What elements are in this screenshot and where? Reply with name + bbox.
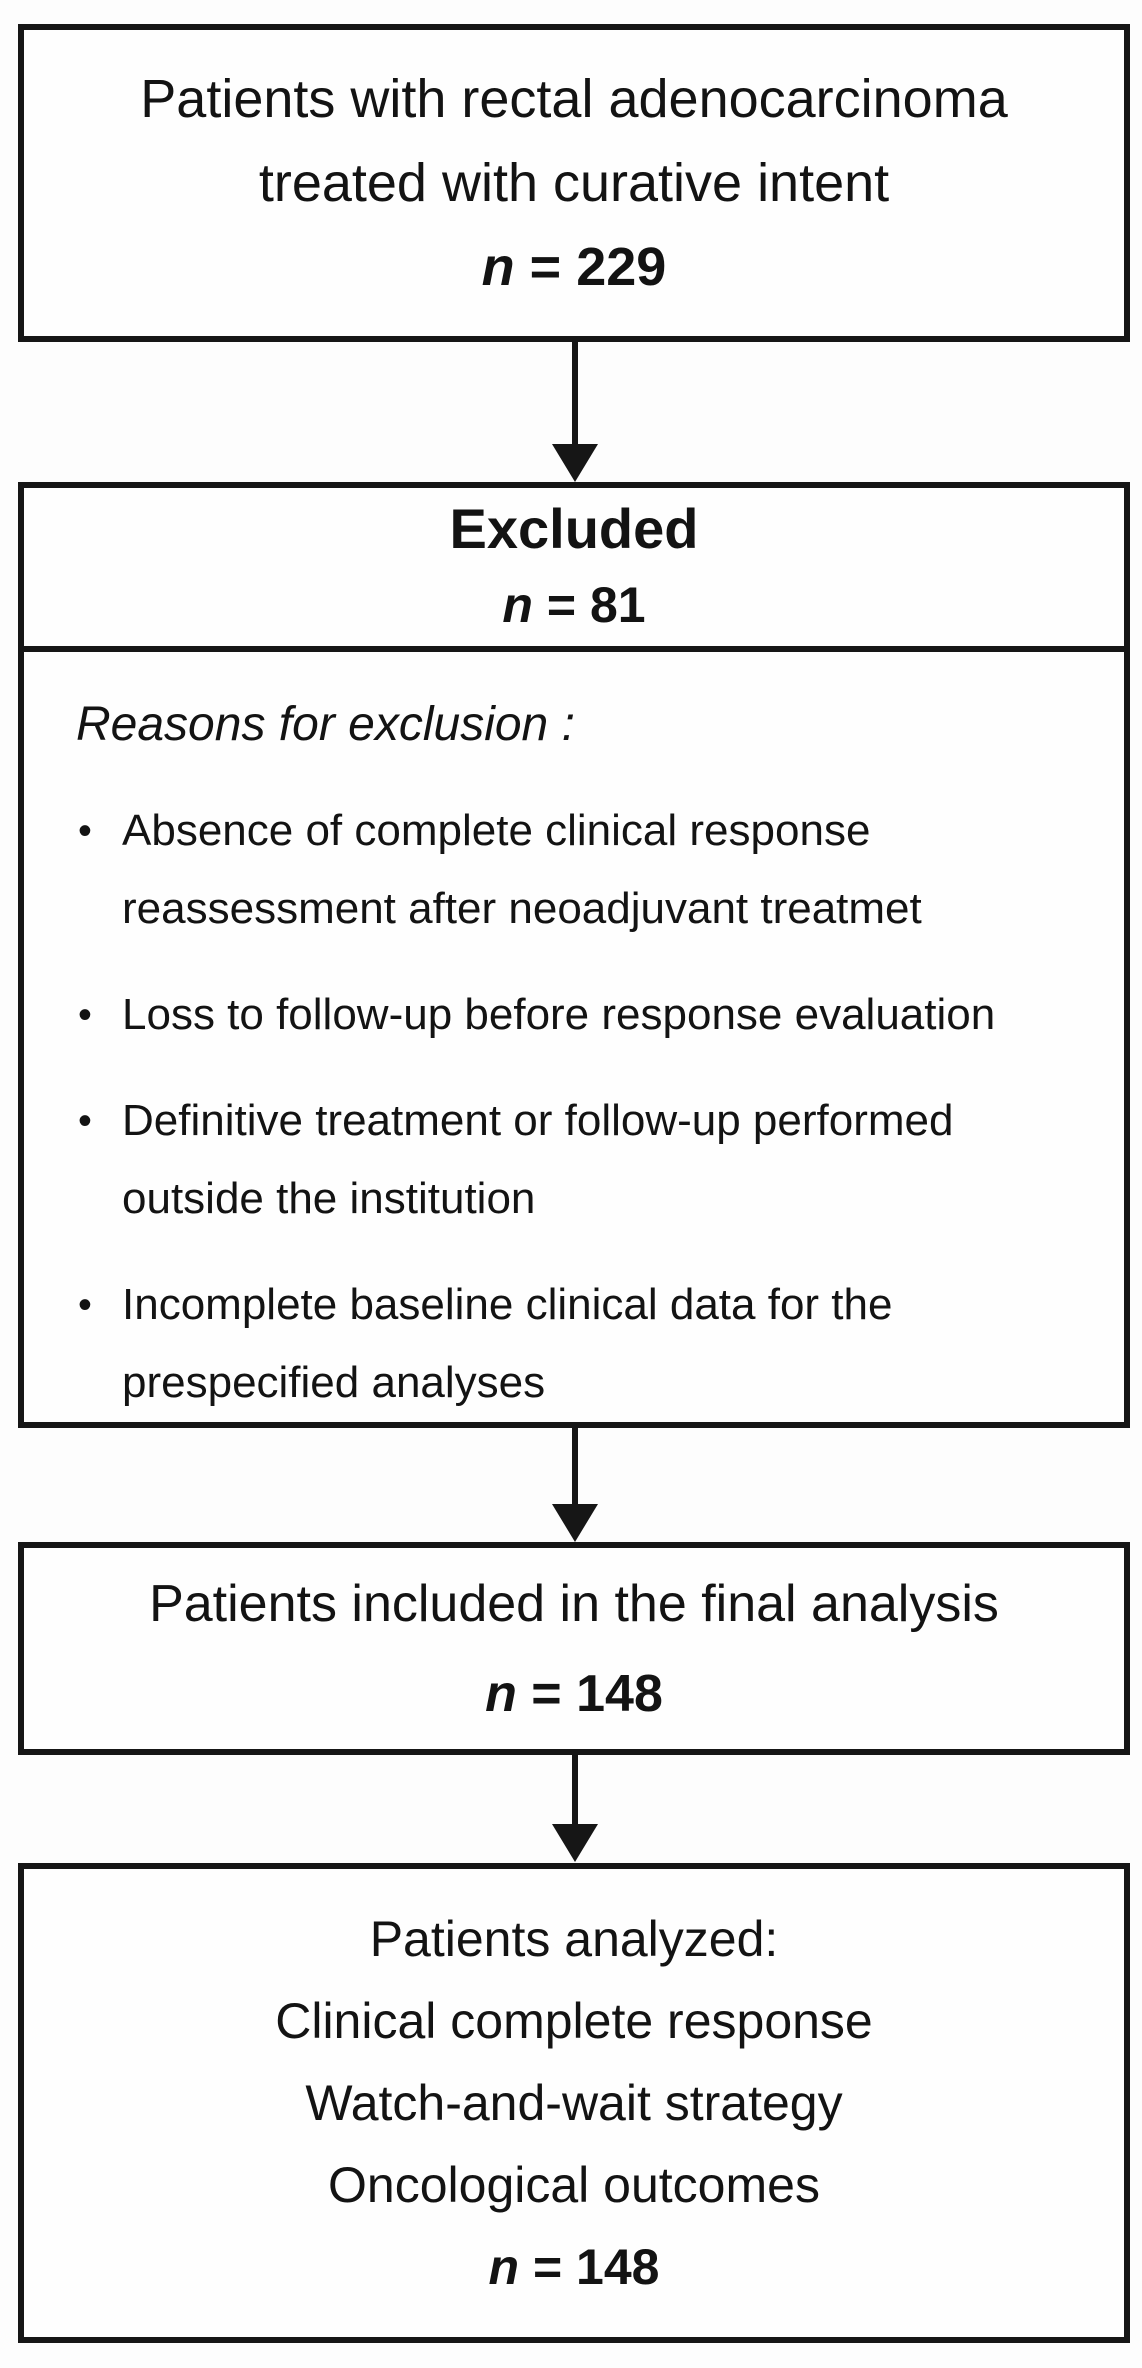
analyzed-title: Patients analyzed: xyxy=(369,1911,779,1967)
initial-cohort-line1: Patients with rectal adenocarcinoma xyxy=(140,69,1008,129)
n-variable: n xyxy=(488,2239,520,2295)
box-excluded: Excluded n = 81 Reasons for exclusion : … xyxy=(18,482,1130,1428)
analyzed-count: n = 148 xyxy=(489,2226,660,2308)
excluded-header: Excluded n = 81 xyxy=(24,488,1124,652)
initial-cohort-count: n = 229 xyxy=(482,225,667,309)
reason-item: Definitive treatment or follow-up perfor… xyxy=(76,1082,1088,1238)
final-analysis-count: n = 148 xyxy=(485,1649,663,1739)
reason-item: Loss to follow-up before response evalua… xyxy=(76,976,1088,1054)
arrow-down-icon xyxy=(552,444,598,482)
arrow-down-icon xyxy=(552,1824,598,1862)
n-value: = 81 xyxy=(532,577,646,633)
final-analysis-line1: Patients included in the final analysis xyxy=(149,1574,999,1633)
n-variable: n xyxy=(485,1664,517,1723)
n-value: = 148 xyxy=(519,2239,660,2295)
analyzed-item: Clinical complete response xyxy=(275,1993,873,2049)
box-patients-analyzed: Patients analyzed: Clinical complete res… xyxy=(18,1863,1130,2343)
n-value: = 148 xyxy=(516,1664,663,1723)
n-value: = 229 xyxy=(514,237,667,297)
reasons-list: Absence of complete clinical response re… xyxy=(76,792,1088,1422)
excluded-title: Excluded xyxy=(449,497,699,560)
arrow-stem xyxy=(572,1755,578,1824)
excluded-body: Reasons for exclusion : Absence of compl… xyxy=(24,652,1124,1422)
reasons-heading: Reasons for exclusion : xyxy=(76,698,575,751)
box-initial-cohort: Patients with rectal adenocarcinoma trea… xyxy=(18,24,1130,342)
n-variable: n xyxy=(502,577,533,633)
arrow-down-icon xyxy=(552,1504,598,1542)
arrow-stem xyxy=(572,342,578,444)
arrow-stem xyxy=(572,1428,578,1504)
reason-item: Absence of complete clinical response re… xyxy=(76,792,1088,948)
analyzed-item: Oncological outcomes xyxy=(328,2157,820,2213)
analyzed-item: Watch-and-wait strategy xyxy=(305,2075,843,2131)
reason-item: Incomplete baseline clinical data for th… xyxy=(76,1266,1088,1422)
n-variable: n xyxy=(481,237,515,297)
initial-cohort-line2: treated with curative intent xyxy=(258,153,890,213)
excluded-count: n = 81 xyxy=(502,567,645,643)
box-final-analysis: Patients included in the final analysis … xyxy=(18,1542,1130,1755)
